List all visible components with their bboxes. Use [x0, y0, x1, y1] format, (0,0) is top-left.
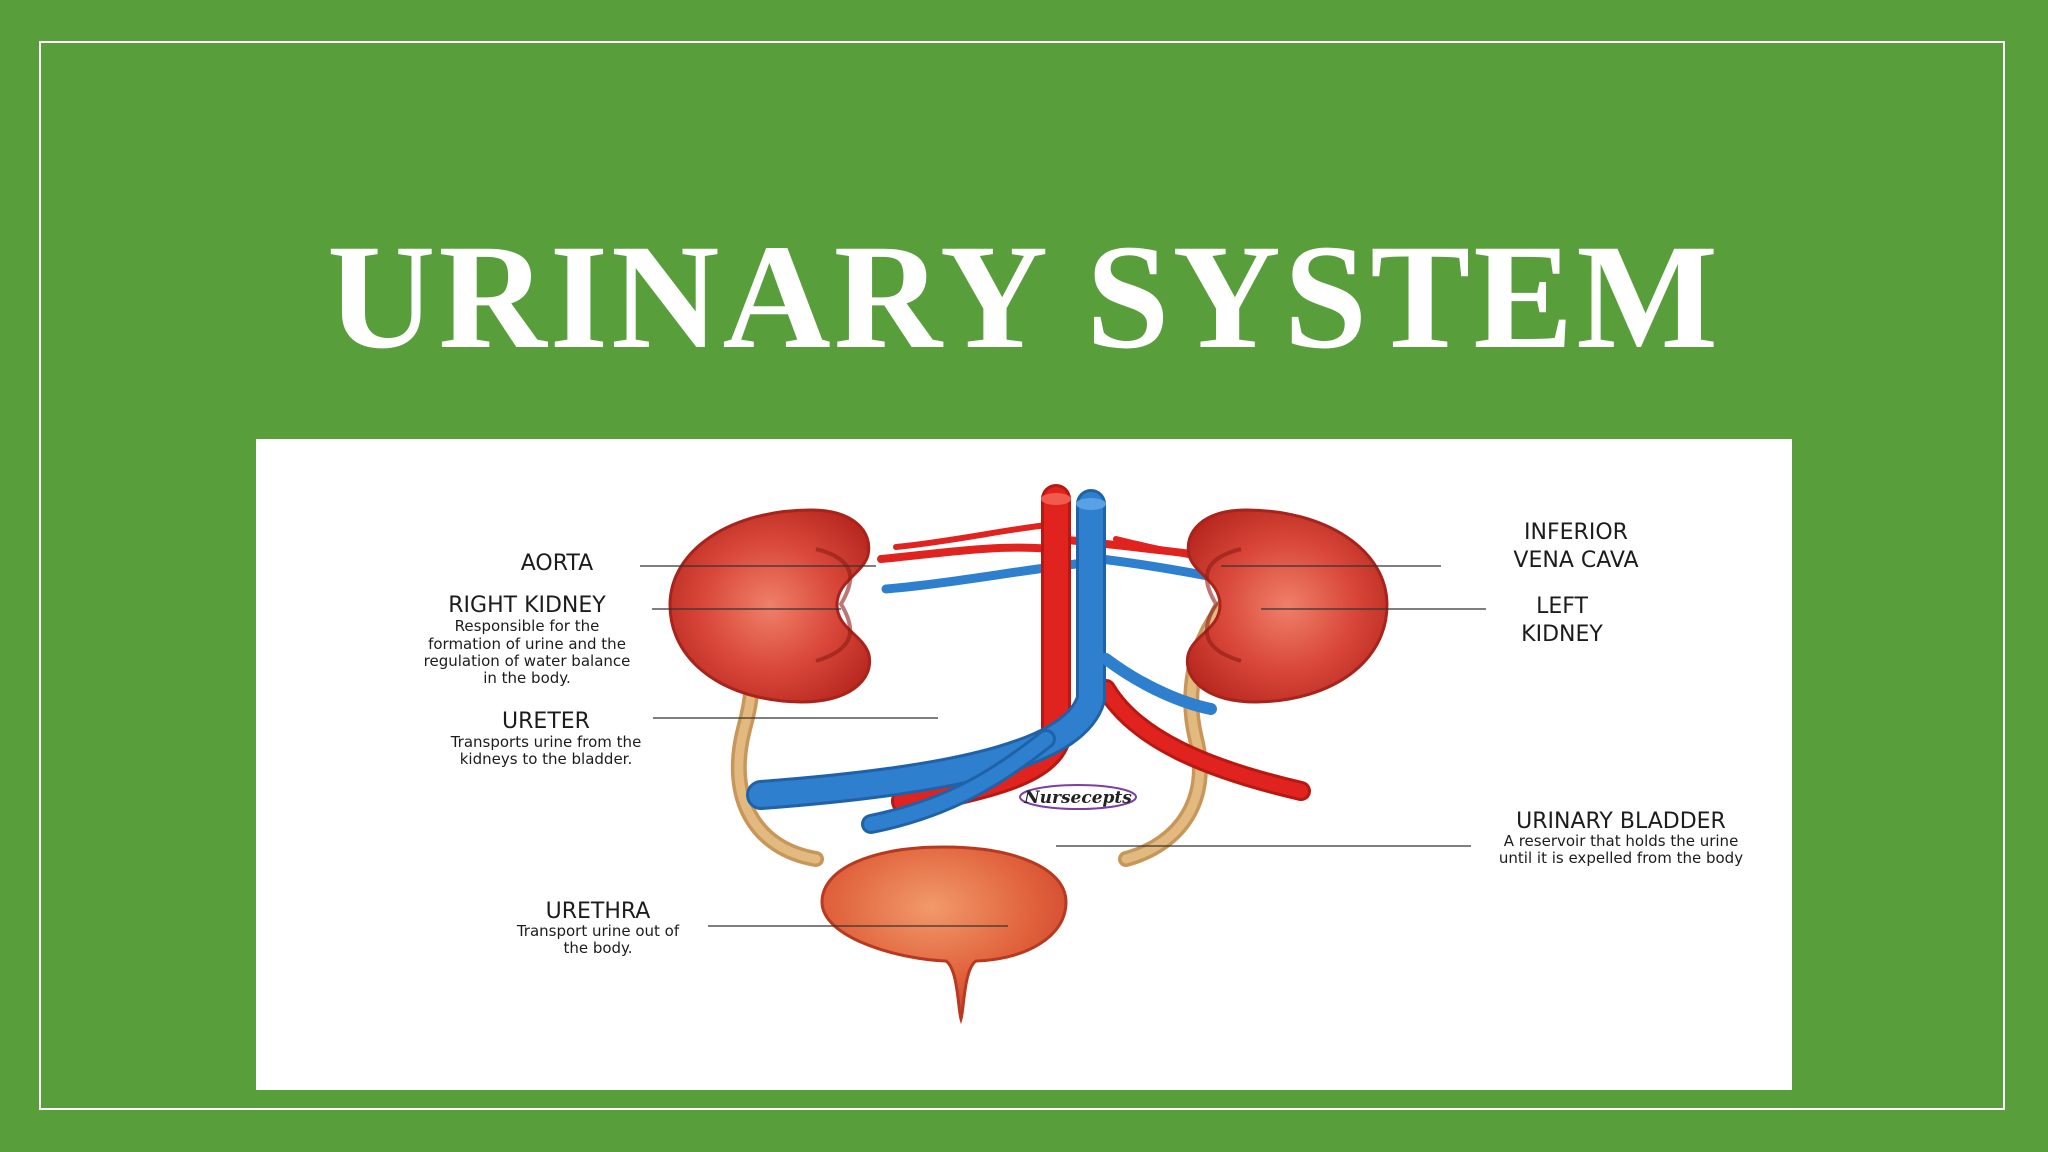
label-urinary-bladder: URINARY BLADDER [1516, 809, 1726, 834]
urinary-system-diagram: Nursecepts AORTA RIGHT KIDNEY Responsibl… [424, 484, 1743, 1025]
label-right-kidney: RIGHT KIDNEY [448, 593, 606, 618]
diagram-panel: Nursecepts AORTA RIGHT KIDNEY Responsibl… [256, 439, 1792, 1090]
slide-border [39, 41, 2005, 1110]
vena-cava-vessel [746, 489, 1217, 834]
watermark-text: Nursecepts [1023, 788, 1132, 808]
urinary-bladder-desc-2: until it is expelled from the body [1499, 849, 1743, 867]
urinary-bladder-shape [820, 845, 1068, 1025]
ureter-desc-1: Transports urine from the [450, 733, 642, 751]
label-inferior-vena-cava-2: VENA CAVA [1513, 548, 1638, 573]
right-kidney-desc-1: Responsible for the [455, 617, 600, 635]
leader-lines [640, 565, 1486, 927]
urethra-desc-2: the body. [563, 939, 632, 957]
label-urethra: URETHRA [546, 899, 651, 924]
urinary-bladder-desc-1: A reservoir that holds the urine [1504, 832, 1739, 850]
right-kidney-desc-3: regulation of water balance [424, 652, 631, 670]
left-kidney-shape [1185, 508, 1389, 704]
nursecepts-logo: Nursecepts [1019, 784, 1137, 810]
label-inferior-vena-cava-1: INFERIOR [1524, 520, 1628, 545]
right-kidney-desc-4: in the body. [483, 669, 571, 687]
label-aorta: AORTA [521, 551, 593, 576]
label-left-kidney-1: LEFT [1536, 594, 1588, 619]
urethra-desc-1: Transport urine out of [516, 922, 680, 940]
slide-title: URINARY SYSTEM [327, 214, 1721, 380]
ureter-desc-2: kidneys to the bladder. [460, 750, 633, 768]
right-kidney-desc-2: formation of urine and the [428, 635, 626, 653]
label-left-kidney-2: KIDNEY [1521, 622, 1603, 647]
right-kidney-shape [668, 508, 872, 704]
label-ureter: URETER [502, 709, 590, 734]
